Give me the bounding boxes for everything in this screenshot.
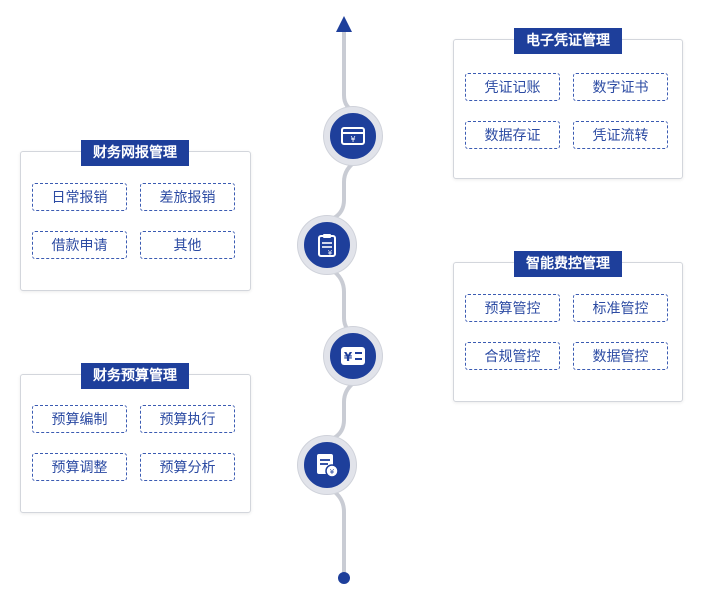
- item-travel-reimbursement[interactable]: 差旅报销: [140, 183, 235, 211]
- panel-title-reimburse: 财务网报管理: [81, 140, 189, 166]
- item-other[interactable]: 其他: [140, 231, 235, 259]
- item-budget-adjustment[interactable]: 预算调整: [32, 453, 127, 481]
- yen-card-icon: ¥: [324, 327, 382, 385]
- clipboard-yen-icon: ¥: [298, 216, 356, 274]
- item-budget-analysis[interactable]: 预算分析: [140, 453, 235, 481]
- item-budget-execution[interactable]: 预算执行: [140, 405, 235, 433]
- item-budget-preparation[interactable]: 预算编制: [32, 405, 127, 433]
- item-voucher-bookkeeping[interactable]: 凭证记账: [465, 73, 560, 101]
- svg-text:¥: ¥: [328, 249, 333, 257]
- panel-control: 智能费控管理 预算管控 标准管控 合规管控 数据管控: [453, 251, 683, 402]
- voucher-ticket-icon: ¥: [324, 107, 382, 165]
- item-daily-reimbursement[interactable]: 日常报销: [32, 183, 127, 211]
- item-budget-control[interactable]: 预算管控: [465, 294, 560, 322]
- panel-title-voucher: 电子凭证管理: [514, 28, 622, 54]
- item-digital-certificate[interactable]: 数字证书: [573, 73, 668, 101]
- item-standard-control[interactable]: 标准管控: [573, 294, 668, 322]
- item-data-storage[interactable]: 数据存证: [465, 121, 560, 149]
- panel-title-budget: 财务预算管理: [81, 363, 189, 389]
- document-yen-icon: ¥: [298, 436, 356, 494]
- panel-voucher: 电子凭证管理 凭证记账 数字证书 数据存证 凭证流转: [453, 28, 683, 179]
- item-loan-application[interactable]: 借款申请: [32, 231, 127, 259]
- panel-budget: 财务预算管理 预算编制 预算执行 预算调整 预算分析: [20, 363, 251, 513]
- item-compliance-control[interactable]: 合规管控: [465, 342, 560, 370]
- svg-text:¥: ¥: [330, 468, 335, 476]
- item-voucher-transfer[interactable]: 凭证流转: [573, 121, 668, 149]
- svg-text:¥: ¥: [344, 350, 353, 364]
- panel-reimburse: 财务网报管理 日常报销 差旅报销 借款申请 其他: [20, 140, 251, 291]
- timeline-arrow-up-icon: [336, 16, 352, 32]
- svg-text:¥: ¥: [350, 135, 355, 144]
- panel-title-control: 智能费控管理: [514, 251, 622, 277]
- item-data-control[interactable]: 数据管控: [573, 342, 668, 370]
- timeline-end-dot: [338, 572, 350, 584]
